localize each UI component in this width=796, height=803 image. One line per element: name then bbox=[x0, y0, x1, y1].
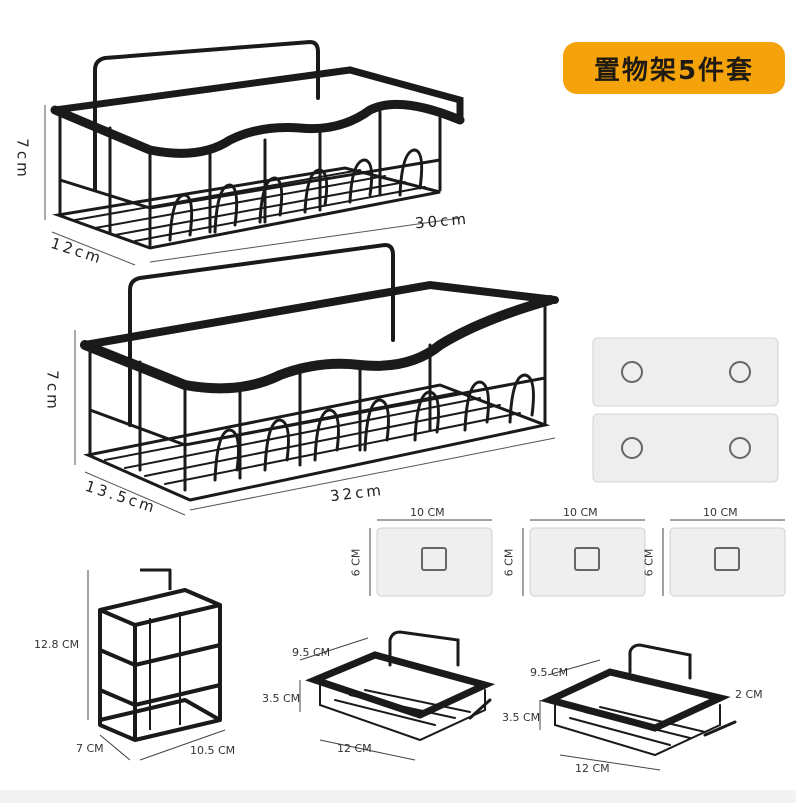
small-pads bbox=[369, 519, 786, 597]
holder-depth-label: 7 CM bbox=[76, 742, 104, 755]
hook2-height-label: 6 CM bbox=[502, 548, 516, 577]
hook3-width-label: 10 CM bbox=[703, 506, 738, 519]
soap-left-depth-label: 9.5 CM bbox=[292, 646, 331, 659]
medium-rack bbox=[80, 242, 559, 502]
soap-right-width-label: 12 CM bbox=[575, 762, 610, 775]
hook2-width-label: 10 CM bbox=[563, 506, 598, 519]
holder-rack bbox=[98, 568, 222, 742]
large-pads bbox=[592, 337, 779, 483]
soap-right-lip-label: 2 CM bbox=[735, 688, 763, 701]
title-text: 置物架5件套 bbox=[593, 55, 755, 86]
holder-height-label: 12.8 CM bbox=[34, 638, 80, 651]
hook3-height-label: 6 CM bbox=[642, 548, 656, 577]
bottom-strip bbox=[0, 790, 796, 803]
hook1-height-label: 6 CM bbox=[349, 548, 363, 577]
dimension-lines bbox=[44, 105, 556, 516]
holder-width-label: 10.5 CM bbox=[190, 744, 236, 757]
soap-dish-right bbox=[539, 643, 737, 757]
soap-right-depth-label: 9.5 CM bbox=[530, 666, 569, 679]
soap-left-height-label: 3.5 CM bbox=[262, 692, 301, 705]
large-rack bbox=[50, 39, 465, 250]
title-banner: 置物架5件套 bbox=[563, 42, 785, 94]
holder-dimension-lines bbox=[87, 570, 226, 761]
soap-dish-left bbox=[305, 630, 496, 742]
soap-left-width-label: 12 CM bbox=[337, 742, 372, 755]
large-rack-height-label: 7cm bbox=[13, 138, 32, 180]
hook1-width-label: 10 CM bbox=[410, 506, 445, 519]
medium-rack-height-label: 7cm bbox=[43, 370, 62, 412]
soap-right-height-label: 3.5 CM bbox=[502, 711, 541, 724]
